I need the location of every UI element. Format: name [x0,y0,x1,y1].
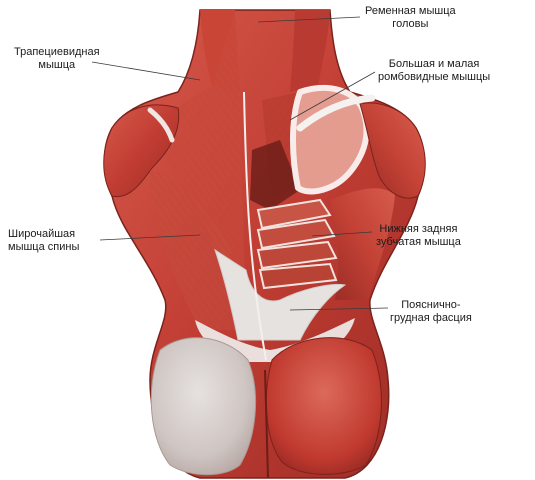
deltoid-right [359,102,426,199]
label-latissimus-line1: Широчайшая [8,228,76,240]
shoulder-highlight-left [147,107,175,143]
spine-line [243,91,267,361]
leader-splenius [257,16,361,23]
deep-muscle-dark [250,140,300,210]
scapula-right [290,85,370,195]
label-latissimus: Широчайшая мышца спины [8,228,79,254]
gluteus-left [150,337,257,476]
label-rhomboid-line1: Большая и малая [388,58,480,70]
latissimus-dorsi-right [330,188,395,300]
label-splenius-line2: головы [392,18,429,30]
gluteal-cleft [264,369,269,479]
latissimus-dorsi-left-fill [150,170,246,330]
thoracolumbar-fascia [214,248,347,341]
leader-lines [91,16,389,311]
label-fascia-line1: Пояснично- [401,299,461,311]
label-fascia: Пояснично- грудная фасция [390,299,472,325]
label-trapezius-line2: мышца [38,59,76,71]
label-rhomboid-line2: ромбовидные мышцы [378,71,491,83]
label-trapezius: Трапециевидная мышца [14,46,100,72]
leader-serratus [311,231,373,237]
neck-right [290,10,330,92]
deltoid-left [103,104,180,198]
label-splenius-line1: Ременная мышца [365,5,456,17]
leader-latissimus [99,234,201,241]
scapula-spine [296,94,376,132]
label-serratus-line2: зубчатая мышца [376,236,461,248]
label-splenius: Ременная мышца головы [365,5,456,31]
label-latissimus-line2: мышца спины [8,241,80,253]
leader-rhomboid [289,71,376,121]
leader-trapezius [91,61,201,81]
label-rhomboid: Большая и малая ромбовидные мышцы [378,58,490,84]
label-fascia-line2: грудная фасция [390,312,472,324]
leader-fascia [289,307,389,311]
gluteus-right [265,337,382,475]
label-serratus: Нижняя задняя зубчатая мышца [376,223,461,249]
label-trapezius-line1: Трапециевидная [14,46,100,58]
serratus-posterior-inferior [256,198,338,290]
label-serratus-line1: Нижняя задняя [379,223,458,235]
